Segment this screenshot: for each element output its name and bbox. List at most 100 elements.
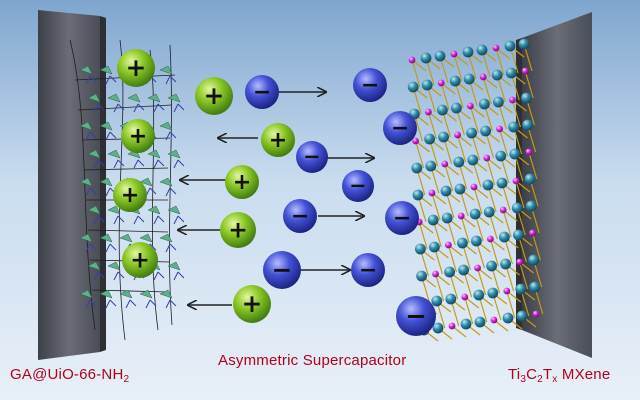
linker-node — [159, 65, 173, 75]
titanium-atom — [504, 40, 516, 52]
linker-node — [159, 121, 173, 131]
surface-termination-atom — [408, 56, 416, 64]
titanium-atom — [411, 162, 423, 174]
linker-node — [159, 233, 173, 243]
surface-termination-atom — [483, 154, 491, 162]
anion-symbol: − — [303, 145, 320, 169]
anion-sphere — [383, 111, 417, 145]
titanium-atom — [471, 235, 482, 247]
linker-node — [167, 149, 181, 159]
anion: − — [385, 201, 419, 235]
linker-node — [139, 177, 153, 187]
cation: + — [113, 178, 147, 212]
titanium-atom — [463, 73, 475, 85]
titanium-atom — [407, 81, 419, 93]
anion: − — [396, 296, 436, 336]
surface-termination-atom — [479, 73, 487, 81]
titanium-atom — [432, 322, 444, 334]
cation: + — [220, 212, 256, 248]
anion-symbol: − — [349, 174, 366, 198]
linker-node — [119, 233, 133, 243]
surface-termination-atom — [448, 322, 456, 330]
surface-termination-atom — [461, 293, 469, 301]
titanium-atom — [505, 67, 517, 79]
titanium-atom — [437, 104, 448, 116]
right-electrode-label: Ti3C2Tx MXene — [508, 366, 611, 385]
titanium-atom — [482, 179, 494, 191]
cation-symbol: + — [204, 81, 225, 110]
cation-sphere — [225, 165, 259, 199]
surface-termination-atom — [450, 50, 458, 58]
surface-termination-atom — [503, 287, 511, 295]
anion-symbol: − — [393, 205, 412, 231]
linker-node — [99, 177, 113, 187]
anion: − — [351, 253, 385, 287]
titanium-atom — [480, 125, 491, 137]
titanium-atom — [453, 156, 465, 168]
linker-node — [147, 205, 161, 215]
anion: − — [263, 251, 301, 289]
linker-node — [159, 289, 173, 299]
surface-termination-atom — [525, 148, 533, 156]
titanium-atom — [451, 102, 462, 114]
titanium-atom — [491, 69, 503, 81]
linker-node — [107, 261, 121, 271]
anion-sphere — [342, 170, 374, 202]
titanium-atom — [434, 50, 446, 62]
anion-sphere — [396, 296, 436, 336]
anion: − — [383, 111, 417, 145]
titanium-atom — [493, 96, 504, 108]
titanium-atom — [444, 266, 455, 278]
titanium-atom — [424, 133, 435, 145]
cation-sphere — [220, 212, 256, 248]
linker-node — [87, 261, 101, 271]
ions: +++++++++−−−−−−−−−− — [113, 49, 436, 336]
cation-symbol: + — [228, 216, 248, 244]
anion-symbol: − — [391, 115, 410, 141]
surface-termination-atom — [490, 316, 498, 324]
titanium-atom — [438, 131, 449, 143]
linker-node — [79, 121, 93, 131]
surface-termination-atom — [457, 212, 465, 220]
titanium-atom — [416, 270, 427, 282]
linker-node — [107, 149, 121, 159]
linker-node — [87, 205, 101, 215]
diagram-title: Asymmetric Supercapacitor — [218, 352, 407, 369]
linker-node — [99, 65, 113, 75]
linker-node — [159, 177, 173, 187]
surface-termination-atom — [470, 183, 478, 191]
titanium-atom — [425, 160, 437, 172]
surface-termination-atom — [432, 270, 439, 278]
cation-symbol: + — [233, 169, 252, 195]
cation-symbol: + — [121, 182, 140, 208]
titanium-atom — [467, 154, 479, 166]
anion-symbol: − — [291, 203, 310, 229]
titanium-atom — [457, 237, 468, 249]
cation: + — [121, 119, 155, 153]
linker-node — [79, 289, 93, 299]
cation: + — [122, 242, 158, 278]
surface-termination-atom — [428, 189, 436, 197]
linker-node — [99, 121, 113, 131]
titanium-atom — [449, 75, 461, 87]
linker-node — [139, 233, 153, 243]
anion-sphere — [245, 75, 279, 109]
cation-sphere — [233, 285, 271, 323]
titanium-atom — [522, 119, 533, 131]
surface-termination-atom — [509, 96, 516, 104]
cation: + — [225, 165, 259, 199]
linker-node — [87, 93, 101, 103]
linker-node — [87, 149, 101, 159]
titanium-atom — [415, 243, 426, 255]
surface-termination-atom — [532, 310, 540, 318]
surface-termination-atom — [492, 44, 500, 52]
anion-symbol: − — [359, 257, 378, 283]
titanium-atom — [518, 38, 530, 50]
titanium-atom — [511, 202, 523, 214]
titanium-atom — [469, 208, 481, 220]
mxene-lattice — [407, 38, 544, 342]
surface-termination-atom — [445, 241, 452, 249]
titanium-atom — [487, 287, 499, 299]
surface-termination-atom — [529, 229, 536, 237]
